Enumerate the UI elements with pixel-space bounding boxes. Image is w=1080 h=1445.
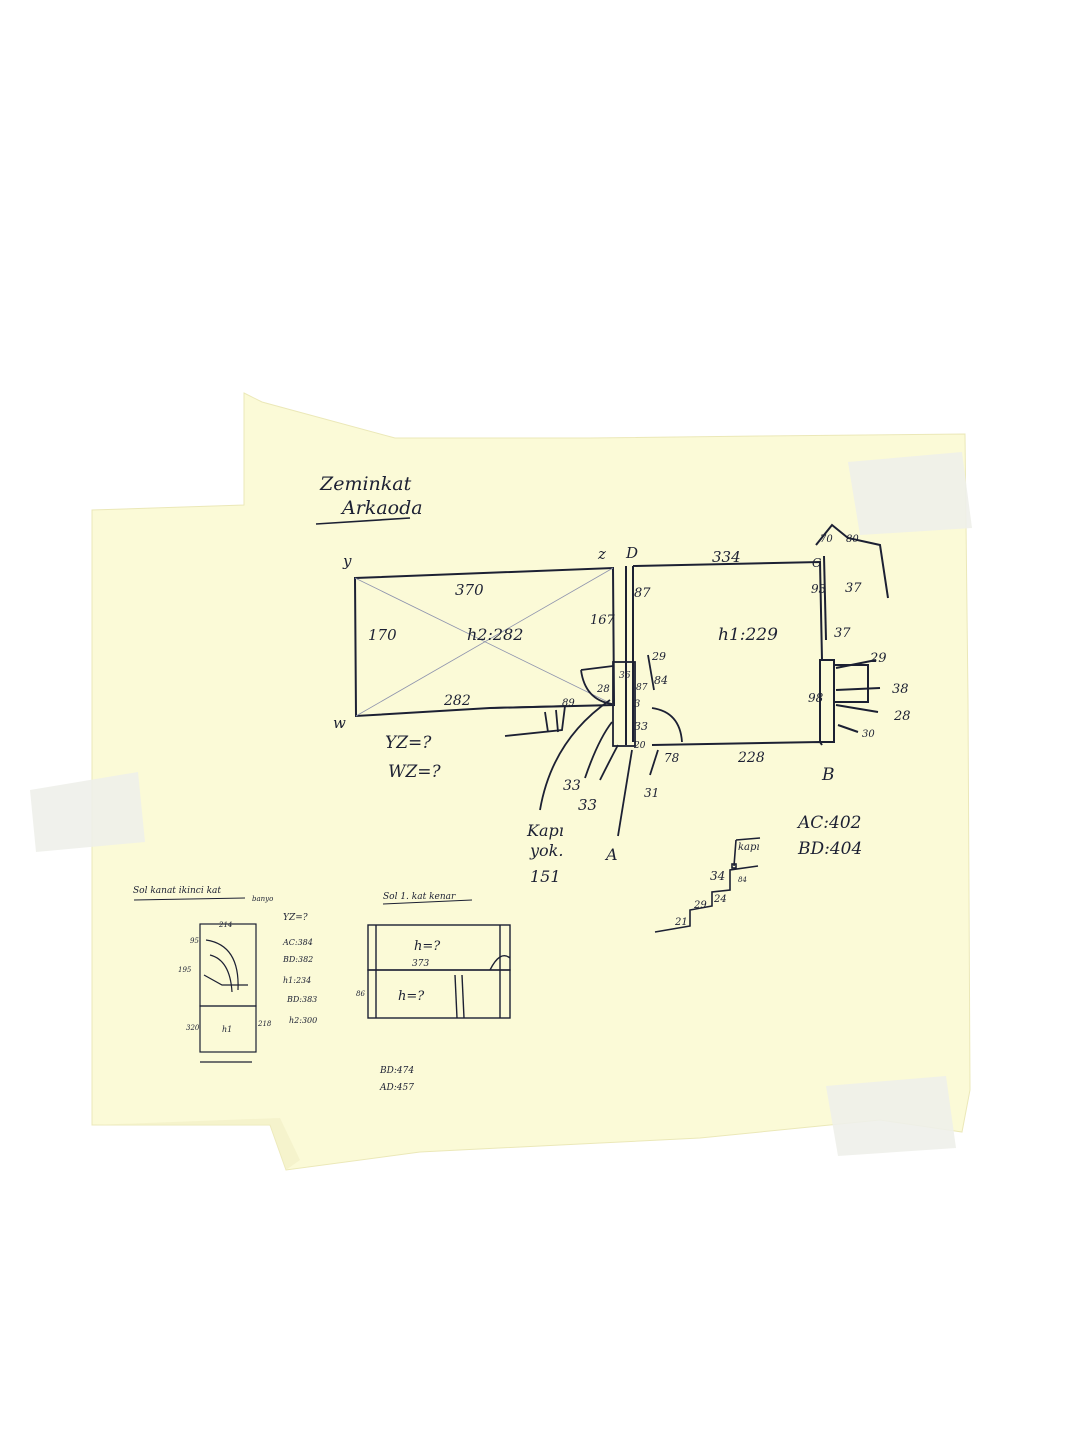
door-33a: 33	[563, 778, 581, 794]
right-70: 70	[820, 534, 833, 545]
small-sketch-right: Sol 1. kat kenar h=? 373 h=? 86 BD:474 A…	[356, 892, 511, 1093]
stairs-label: kapı	[738, 842, 760, 853]
corner-d: D	[625, 544, 638, 562]
small-right-note-1: AD:457	[379, 1083, 414, 1093]
corner-b: B	[821, 765, 835, 785]
small-left-95: 95	[190, 937, 199, 945]
main-title: Zeminkat Arkaoda	[315, 473, 423, 525]
small-right-h1: h=?	[398, 989, 425, 1004]
right-30: 30	[862, 729, 875, 740]
small-left-195: 195	[178, 966, 192, 974]
right-38: 38	[892, 682, 909, 697]
room-left-right: 167	[590, 613, 616, 628]
room-right	[625, 523, 889, 746]
right-37b: 37	[834, 626, 851, 641]
paper-sheet	[91, 392, 971, 1171]
right-80: 80	[846, 534, 859, 545]
diag-ac: AC:402	[796, 813, 861, 833]
small-left-h1: h1	[222, 1025, 232, 1034]
right-37a: 37	[845, 581, 862, 596]
small-left-note-2: BD:382	[282, 955, 313, 964]
room-right-top: 334	[712, 548, 741, 566]
door-84: 84	[654, 674, 668, 687]
door-29: 29	[651, 650, 666, 663]
corner-c: C	[812, 556, 821, 570]
right-98: 98	[808, 691, 824, 705]
small-left-218: 218	[257, 1020, 272, 1028]
note-line-2: yok.	[529, 841, 563, 860]
room-right-side: 87	[634, 586, 651, 601]
corner-w: w	[333, 714, 346, 732]
door-89: 89	[562, 698, 575, 709]
stairs-84: 84	[738, 876, 747, 884]
corner-a: A	[604, 845, 618, 864]
note-line-1: Kapı	[526, 821, 564, 840]
diag-bd: BD:404	[797, 839, 862, 859]
door-33: 33	[634, 720, 648, 733]
small-right-title: Sol 1. kat kenar	[383, 892, 456, 902]
small-left-note-3: h1:234	[283, 976, 311, 985]
stairs-24: 24	[713, 894, 727, 905]
door-3: 3	[634, 699, 640, 710]
small-right-h2: h=?	[414, 939, 441, 954]
title-line-1: Zeminkat	[319, 473, 412, 495]
room-left-side: 170	[368, 626, 397, 644]
corner-y: y	[342, 552, 352, 570]
door-detail	[489, 654, 683, 837]
small-right-86: 86	[356, 990, 365, 998]
small-sketch-left: Sol kanat ikinci kat banyo 214 95 195 32…	[133, 886, 317, 1063]
room-left-top: 370	[455, 581, 484, 599]
door-36: 36	[619, 671, 631, 681]
stairs-34: 34	[710, 869, 725, 883]
room-right-height: h1:229	[718, 625, 778, 645]
door-28: 28	[596, 684, 610, 695]
tape-strips	[30, 452, 972, 1156]
door-31: 31	[644, 786, 659, 800]
note-line-3: 151	[530, 867, 561, 886]
right-28: 28	[893, 709, 911, 724]
stairs-21: 21	[674, 917, 688, 928]
small-left-note-4: BD:383	[286, 995, 317, 1004]
small-left-320: 320	[186, 1024, 200, 1032]
small-left-subtitle: banyo	[252, 895, 273, 903]
stairs-29: 29	[693, 900, 707, 911]
right-93: 93	[811, 582, 827, 596]
small-right-mid: 373	[412, 959, 429, 969]
room-right-bottom: 228	[737, 750, 765, 766]
door-87: 87	[636, 683, 648, 693]
small-left-top: 214	[218, 921, 232, 929]
title-line-2: Arkaoda	[340, 497, 423, 519]
door-78: 78	[664, 751, 680, 765]
small-left-note-5: h2:300	[289, 1016, 317, 1025]
title-underline	[315, 517, 411, 525]
door-20: 20	[633, 741, 646, 751]
room-left-bottom: 282	[443, 693, 471, 709]
small-left-note-1: AC:384	[282, 938, 313, 947]
stairs-sketch	[654, 837, 761, 933]
right-29: 29	[869, 651, 887, 666]
room-left-height: h2:282	[467, 625, 523, 644]
corner-z: z	[597, 545, 606, 563]
small-left-title: Sol kanat ikinci kat	[133, 886, 221, 896]
small-right-note-0: BD:474	[379, 1066, 414, 1076]
small-left-note-0: YZ=?	[283, 913, 308, 923]
question-wz: WZ=?	[388, 762, 442, 782]
door-33b: 33	[578, 796, 597, 814]
question-yz: YZ=?	[385, 733, 432, 753]
